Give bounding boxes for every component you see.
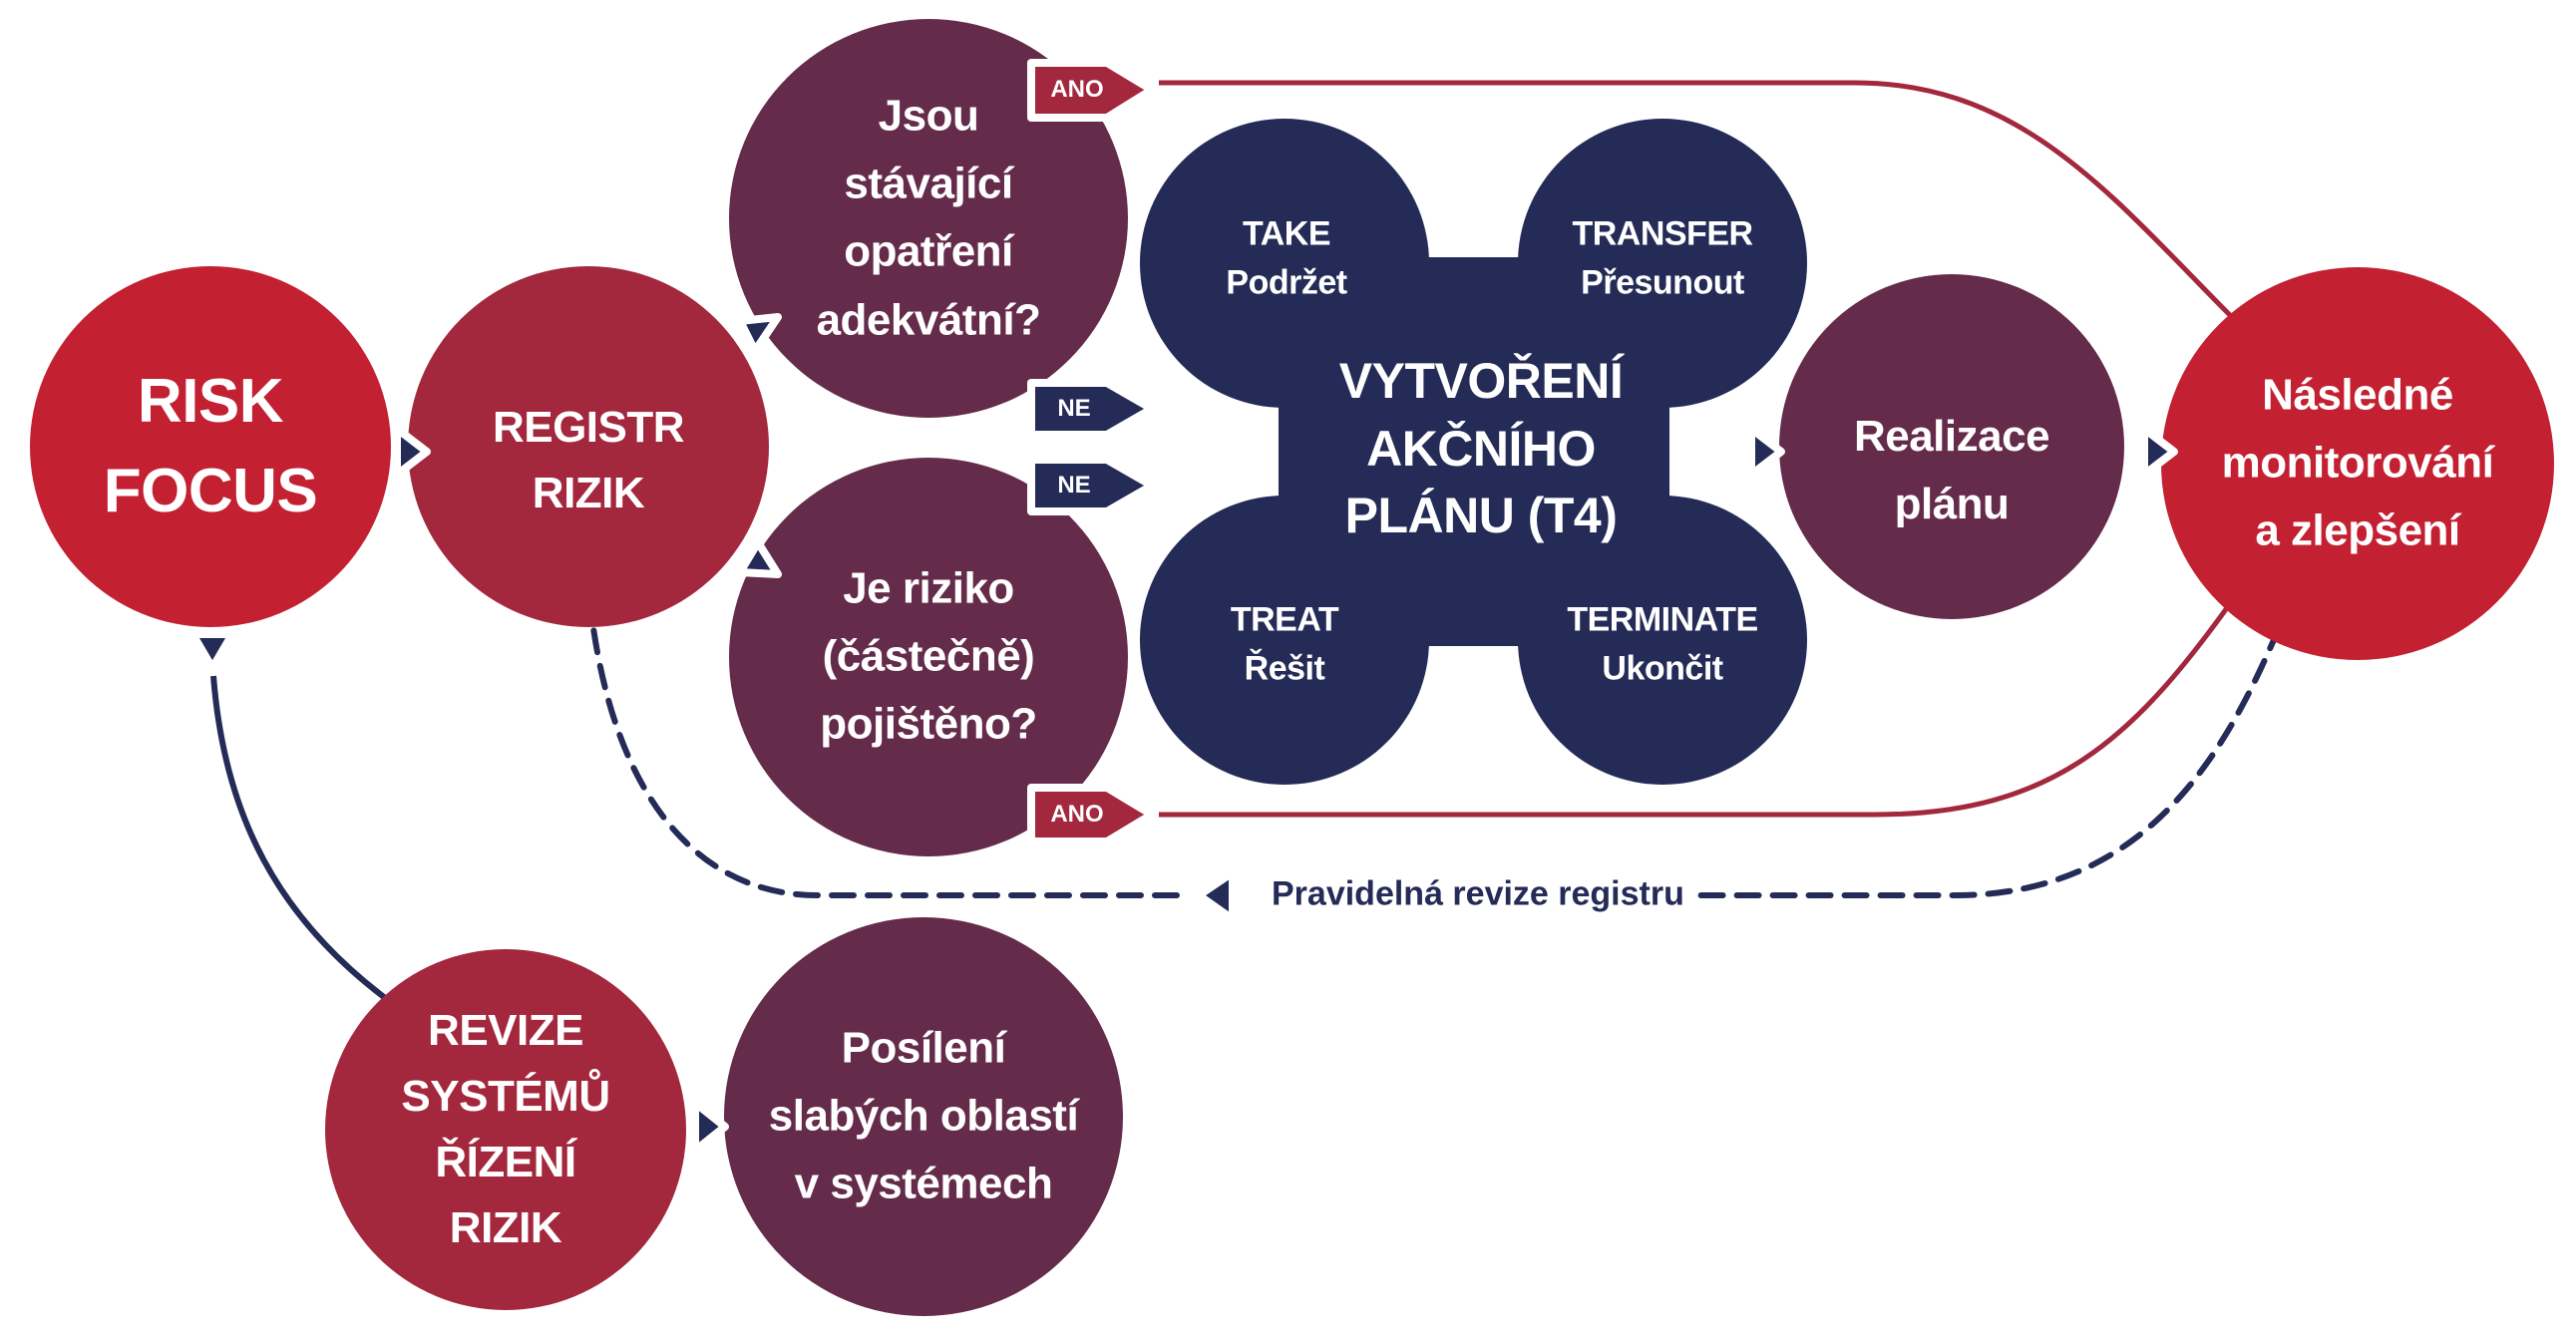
node-action-plan[interactable] bbox=[1140, 119, 1807, 785]
option-en: TREAT bbox=[1230, 600, 1339, 639]
monitoring-line: monitorování bbox=[2221, 438, 2494, 488]
option-en: TAKE bbox=[1242, 214, 1331, 253]
option-cz: Ukončit bbox=[1602, 650, 1723, 688]
system-review-line: RIZIK bbox=[449, 1203, 562, 1252]
arrow-right-icon bbox=[691, 1099, 729, 1155]
option-treat-label: TREAT Řešit bbox=[1230, 596, 1339, 695]
tag-no-top bbox=[1027, 379, 1156, 439]
node-question-insured[interactable] bbox=[729, 458, 1128, 856]
tag-yes-top-label: ANO bbox=[1050, 76, 1104, 103]
risk-focus-line: RISK bbox=[137, 367, 284, 437]
registr-rizik-label: REGISTR RIZIK bbox=[492, 395, 685, 526]
option-terminate-label: TERMINATE Ukončit bbox=[1567, 596, 1758, 695]
system-review-line: SYSTÉMŮ bbox=[401, 1072, 610, 1121]
action-plan-line: VYTVOŘENÍ bbox=[1338, 352, 1624, 409]
tag-yes-top bbox=[1027, 59, 1156, 122]
question-line: Jsou bbox=[878, 91, 979, 141]
registr-line: RIZIK bbox=[532, 469, 645, 517]
strengthening-line: Posílení bbox=[841, 1023, 1006, 1073]
arrow-up-icon bbox=[736, 313, 782, 355]
strengthening-line: v systémech bbox=[794, 1160, 1053, 1209]
action-plan-line: AKČNÍHO bbox=[1366, 420, 1596, 477]
registr-line: REGISTR bbox=[492, 403, 685, 452]
question-insured-label: Je riziko (částečně) pojištěno? bbox=[820, 555, 1037, 760]
yes-top-line bbox=[1159, 80, 2236, 321]
option-en: TERMINATE bbox=[1567, 600, 1758, 639]
option-cz: Podržet bbox=[1226, 264, 1347, 302]
risk-focus-line: FOCUS bbox=[103, 457, 318, 525]
system-review-to-risk-focus-line bbox=[210, 675, 386, 1000]
monitoring-line: Následné bbox=[2262, 370, 2453, 420]
system-review-label: REVIZE SYSTÉMŮ ŘÍZENÍ RIZIK bbox=[401, 998, 610, 1261]
question-line: opatření bbox=[844, 227, 1013, 276]
question-line: Je riziko bbox=[843, 563, 1014, 613]
action-plan-title: VYTVOŘENÍ AKČNÍHO PLÁNU (T4) bbox=[1338, 348, 1624, 550]
node-strengthening[interactable] bbox=[724, 917, 1123, 1316]
tag-yes-bottom-label: ANO bbox=[1050, 801, 1104, 828]
action-plan-core bbox=[1279, 257, 1669, 646]
regular-review-dashed-line-right bbox=[1692, 625, 2282, 898]
implementation-line: Realizace bbox=[1853, 411, 2050, 461]
tag-no-bottom-label: NE bbox=[1057, 472, 1091, 499]
option-take-label: TAKE Podržet bbox=[1226, 210, 1347, 309]
question-line: (částečně) bbox=[822, 631, 1035, 681]
option-transfer-label: TRANSFER Přesunout bbox=[1572, 210, 1753, 309]
regular-review-dashed-line-left bbox=[590, 625, 1180, 898]
arrow-right-icon bbox=[393, 425, 431, 479]
question-line: adekvátní? bbox=[816, 295, 1041, 345]
system-review-line: REVIZE bbox=[428, 1006, 583, 1055]
risk-focus-label: RISK FOCUS bbox=[104, 357, 318, 536]
system-review-line: ŘÍZENÍ bbox=[435, 1138, 576, 1186]
tag-yes-bottom bbox=[1027, 784, 1156, 845]
strengthening-line: slabých oblastí bbox=[768, 1091, 1079, 1141]
node-system-review[interactable] bbox=[325, 949, 686, 1310]
implementation-line: plánu bbox=[1894, 480, 2010, 528]
question-line: stávající bbox=[844, 159, 1013, 208]
regular-review-label: Pravidelná revize registru bbox=[1272, 874, 1684, 913]
arrow-right-icon bbox=[2140, 425, 2178, 479]
monitoring-label: Následné monitorování a zlepšení bbox=[2222, 362, 2494, 566]
node-implementation[interactable] bbox=[1779, 274, 2124, 619]
node-risk-focus[interactable] bbox=[30, 266, 391, 627]
question-measures-label: Jsou stávající opatření adekvátní? bbox=[817, 83, 1041, 355]
question-line: pojištěno? bbox=[820, 700, 1037, 750]
option-cz: Přesunout bbox=[1581, 264, 1744, 302]
tag-no-bottom bbox=[1027, 456, 1156, 515]
option-cz: Řešit bbox=[1244, 650, 1325, 688]
arrow-left-icon bbox=[1195, 868, 1237, 923]
action-plan-line: PLÁNU (T4) bbox=[1344, 487, 1618, 543]
node-monitoring[interactable] bbox=[2161, 267, 2554, 660]
arrow-right-icon bbox=[1747, 425, 1785, 479]
arrow-up-icon bbox=[736, 538, 782, 578]
strengthening-label: Posílení slabých oblastí v systémech bbox=[768, 1015, 1079, 1219]
yes-bottom-line bbox=[1159, 596, 2237, 818]
implementation-label: Realizace plánu bbox=[1853, 403, 2050, 538]
option-en: TRANSFER bbox=[1572, 214, 1753, 253]
monitoring-line: a zlepšení bbox=[2255, 506, 2460, 556]
node-registr-rizik[interactable] bbox=[408, 266, 769, 627]
tag-no-top-label: NE bbox=[1057, 395, 1091, 422]
arrow-down-icon bbox=[188, 630, 236, 672]
